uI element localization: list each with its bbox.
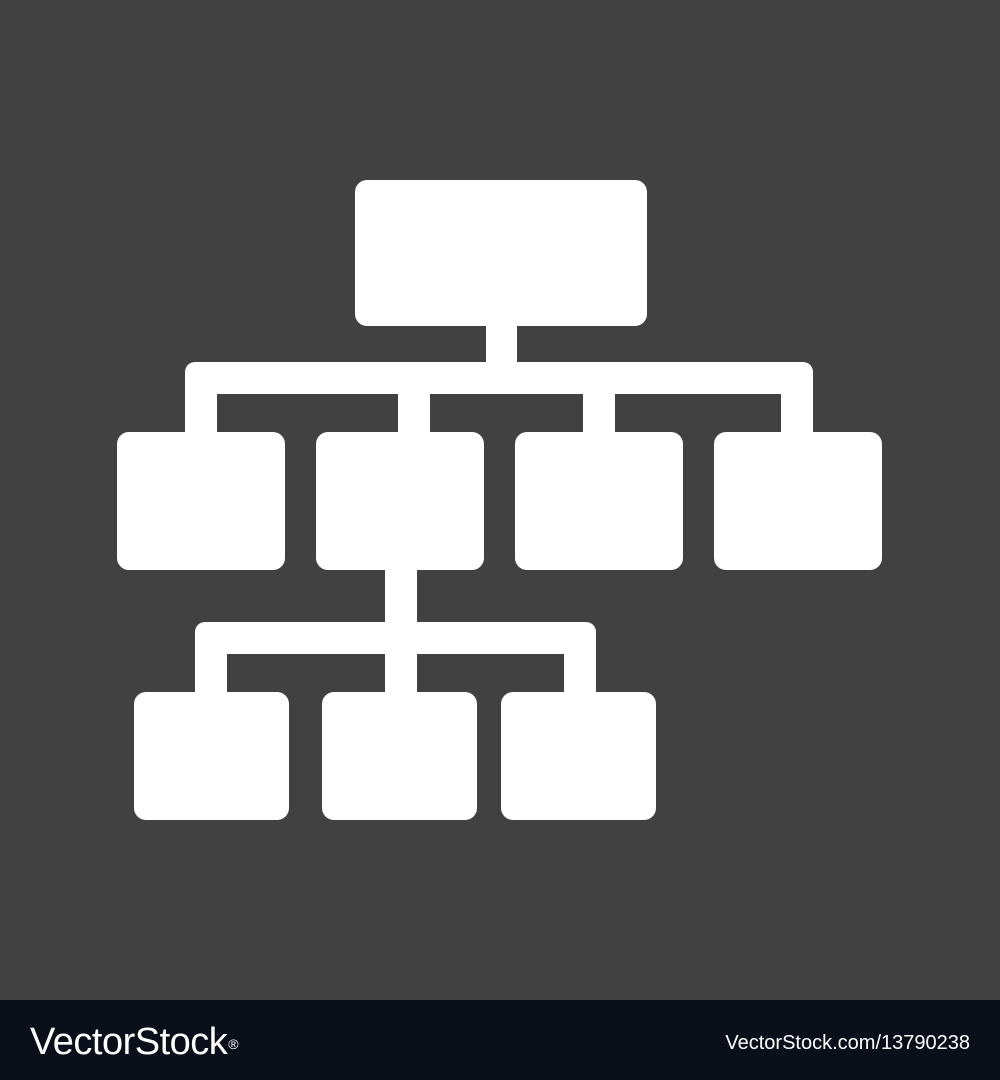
org-chart-level2-node bbox=[117, 432, 285, 570]
org-chart-connector bbox=[398, 380, 430, 436]
org-chart-level2-node bbox=[316, 432, 484, 570]
footer-bar: VectorStock® VectorStock.com/13790238 bbox=[0, 1000, 1000, 1080]
org-chart-connector bbox=[385, 640, 417, 696]
org-chart-connector bbox=[564, 640, 596, 696]
org-chart-connector bbox=[185, 362, 813, 394]
registered-mark: ® bbox=[228, 1036, 239, 1052]
org-chart-connector bbox=[781, 380, 813, 436]
org-chart-level2-node bbox=[515, 432, 683, 570]
org-chart-level3-node bbox=[134, 692, 289, 820]
vectorstock-logo: VectorStock® bbox=[30, 1020, 239, 1064]
org-chart-connector bbox=[486, 324, 517, 366]
org-chart-connector bbox=[195, 622, 596, 654]
org-chart-level2-node bbox=[714, 432, 882, 570]
org-chart-icon bbox=[117, 180, 882, 820]
org-chart-level3-node bbox=[501, 692, 656, 820]
org-chart-root-node bbox=[355, 180, 647, 326]
brand-name: VectorStock bbox=[30, 1021, 228, 1063]
org-chart-connector bbox=[195, 640, 227, 696]
org-chart-level3-node bbox=[322, 692, 477, 820]
image-id-label: VectorStock.com/13790238 bbox=[725, 1032, 970, 1054]
icon-canvas bbox=[0, 0, 1000, 1000]
org-chart-connector bbox=[385, 566, 417, 626]
org-chart-connector bbox=[583, 380, 615, 436]
org-chart-connector bbox=[185, 380, 217, 436]
